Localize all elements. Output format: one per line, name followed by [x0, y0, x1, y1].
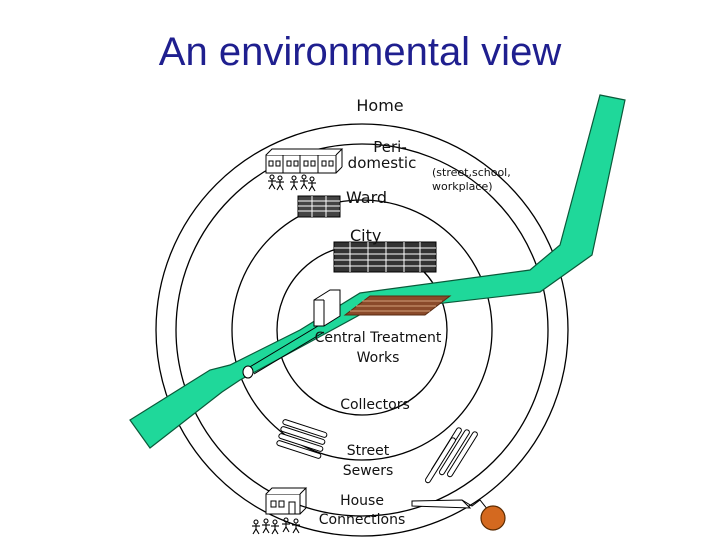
label-works: Works	[356, 350, 400, 366]
house-row-icon	[265, 148, 344, 174]
label-street: Street	[346, 443, 390, 459]
house-icon	[265, 487, 308, 515]
label-street-school: (street,school,	[432, 166, 511, 179]
label-central-treatment: Central Treatment	[314, 330, 442, 346]
city-buildings-icon	[333, 241, 437, 273]
peri-domestic-ring	[175, 143, 549, 517]
outfall-pipe-icon	[242, 325, 325, 379]
label-workplace: workplace)	[432, 180, 493, 193]
sewer-pipes-left-icon	[276, 419, 328, 459]
label-collectors: Collectors	[340, 397, 410, 413]
ward-buildings-icon	[297, 195, 341, 218]
connection-pipe-icon	[411, 499, 489, 511]
label-connections: Connections	[318, 512, 406, 528]
house-people-icon	[252, 517, 300, 535]
label-ward: Ward	[346, 188, 388, 207]
label-sewers: Sewers	[342, 463, 394, 479]
treatment-tank-icon	[313, 289, 341, 327]
people-icon	[268, 174, 316, 192]
river-band	[129, 94, 626, 449]
label-house: House	[340, 493, 384, 509]
sphere-icon	[480, 505, 506, 531]
page-title: An environmental view	[158, 30, 562, 74]
label-home: Home	[356, 96, 404, 115]
label-peri: Peri-	[373, 138, 407, 156]
label-city: City	[350, 226, 382, 245]
ward-ring	[231, 199, 493, 461]
home-ring	[155, 123, 569, 537]
label-domestic: domestic	[347, 154, 417, 172]
treatment-bed-icon	[343, 295, 452, 316]
sewer-pipes-right-icon	[424, 427, 478, 484]
